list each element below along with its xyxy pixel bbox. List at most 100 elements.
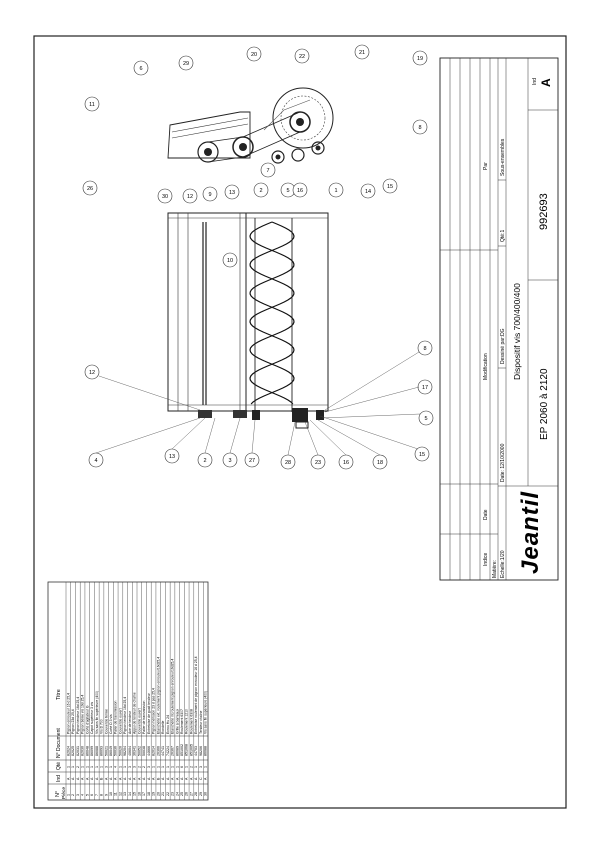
row-doc: 82025 <box>71 746 75 756</box>
balloon-label: 14 <box>365 189 371 195</box>
row-qty: 1 <box>175 766 179 768</box>
row-doc: 82030 <box>81 746 85 756</box>
hdr-ind: Ind <box>56 775 62 782</box>
row-ind: A <box>152 777 156 780</box>
row-title: Grille à barreaux <box>175 709 179 734</box>
row-title: Palier de transmission <box>114 701 118 734</box>
row-ind: A <box>204 777 208 780</box>
row-ind: A <box>104 777 108 780</box>
row-title: Pignon tendeur 16d 25,4 <box>123 697 127 734</box>
row-num: 1 <box>66 794 70 796</box>
row-title: Corté D 3 vis <box>109 714 113 734</box>
row-num: 7 <box>95 794 99 796</box>
row-title: Pignon tendeur 16d 25,4 <box>76 697 80 734</box>
balloon-bottom: 17 <box>417 379 433 395</box>
balloon-label: 28 <box>285 460 291 466</box>
balloon-label: 5 <box>286 188 289 194</box>
row-qty: 1 <box>109 766 113 768</box>
balloon-bottom: 23 <box>310 454 326 470</box>
row-num: 3 <box>76 794 80 796</box>
balloon-top: 2 <box>253 182 269 198</box>
balloon-bottom: 27 <box>244 452 260 468</box>
row-doc: 82024 <box>66 746 70 756</box>
row-ind: A <box>133 777 137 780</box>
row-num: 6 <box>90 794 94 796</box>
balloon-label: 16 <box>343 460 349 466</box>
balloon-label: 2 <box>203 458 206 464</box>
row-qty: 3 <box>128 766 132 768</box>
balloon-label: 19 <box>417 56 423 62</box>
balloon-label: 7 <box>266 168 269 174</box>
row-ind: A <box>90 777 94 780</box>
balloon-bottom: 16 <box>338 454 354 470</box>
hdr-piece: Pièce <box>61 787 67 799</box>
row-doc: 86088 <box>95 746 99 756</box>
row-qty: 2 <box>76 766 80 768</box>
row-title: Corté d'agitateur G <box>85 705 89 734</box>
row-ind: A <box>189 777 193 780</box>
balloon-label: 11 <box>89 102 95 108</box>
table-row: 7 A 1 86088 Vis sans fin supérieure (400) <box>95 691 99 796</box>
balloon-bottom: 15 <box>414 446 430 462</box>
row-num: 11 <box>114 792 118 796</box>
tb-type: Sous-ensembles <box>500 138 506 176</box>
row-doc: 40604 <box>128 746 132 756</box>
row-qty: 1 <box>85 766 89 768</box>
balloon-top: 7 <box>260 162 276 178</box>
row-doc: 851068 <box>185 744 189 756</box>
row-title: Appui de tendeur de chaîne <box>133 692 137 734</box>
row-title: Vis sans fin supérieure (400) <box>95 691 99 734</box>
row-doc: 50036 <box>114 746 118 756</box>
balloon-bottom: 28 <box>280 454 296 470</box>
row-qty: 3 <box>133 766 137 768</box>
row-qty: 1 <box>95 766 99 768</box>
balloon-label: 26 <box>87 186 93 192</box>
balloon-label: 8 <box>423 346 426 352</box>
tb-par: Par <box>483 162 489 170</box>
row-num: 18 <box>147 792 151 796</box>
row-num: 21 <box>161 792 165 796</box>
row-qty: 2 <box>189 766 193 768</box>
row-ind: C <box>199 777 203 780</box>
row-num: 25 <box>180 792 184 796</box>
balloon-label: 6 <box>139 66 142 72</box>
tb-matiere: Matière: <box>492 560 498 578</box>
balloon-top: 16 <box>292 182 308 198</box>
row-num: 17 <box>142 792 146 796</box>
row-qty: 6 <box>180 766 184 768</box>
row-qty: 1 <box>204 766 208 768</box>
tb-ind-value: A <box>539 78 553 87</box>
row-title: Rondelle <box>161 721 165 734</box>
balloon-label: 29 <box>183 61 189 67</box>
row-ind: A <box>180 777 184 780</box>
tb-designation: Dispositif vis 700/400/400 <box>512 283 522 380</box>
row-doc: 86093 <box>100 746 104 756</box>
balloon-label: 18 <box>377 460 383 466</box>
balloon-top: 15 <box>382 178 398 194</box>
row-ind: A <box>95 777 99 780</box>
row-ind: A <box>123 777 127 780</box>
row-ind: B <box>156 777 160 780</box>
balloon-label: 17 <box>422 385 428 391</box>
row-doc: 50020 <box>118 746 122 756</box>
row-num: 15 <box>133 792 137 796</box>
tb-indice: Indice <box>483 552 489 566</box>
balloon-top: 19 <box>412 50 428 66</box>
row-doc: 50021 <box>104 746 108 756</box>
balloon-top: 11 <box>84 96 100 112</box>
balloon-bottom: 13 <box>164 448 180 464</box>
balloon-label: 13 <box>169 454 175 460</box>
balloon-top: 5 <box>280 182 296 198</box>
row-num: 13 <box>123 792 127 796</box>
row-title: Roulement 6308 <box>189 709 193 734</box>
balloon-top: 22 <box>294 48 310 64</box>
hdr-qte: Qté <box>56 762 62 770</box>
